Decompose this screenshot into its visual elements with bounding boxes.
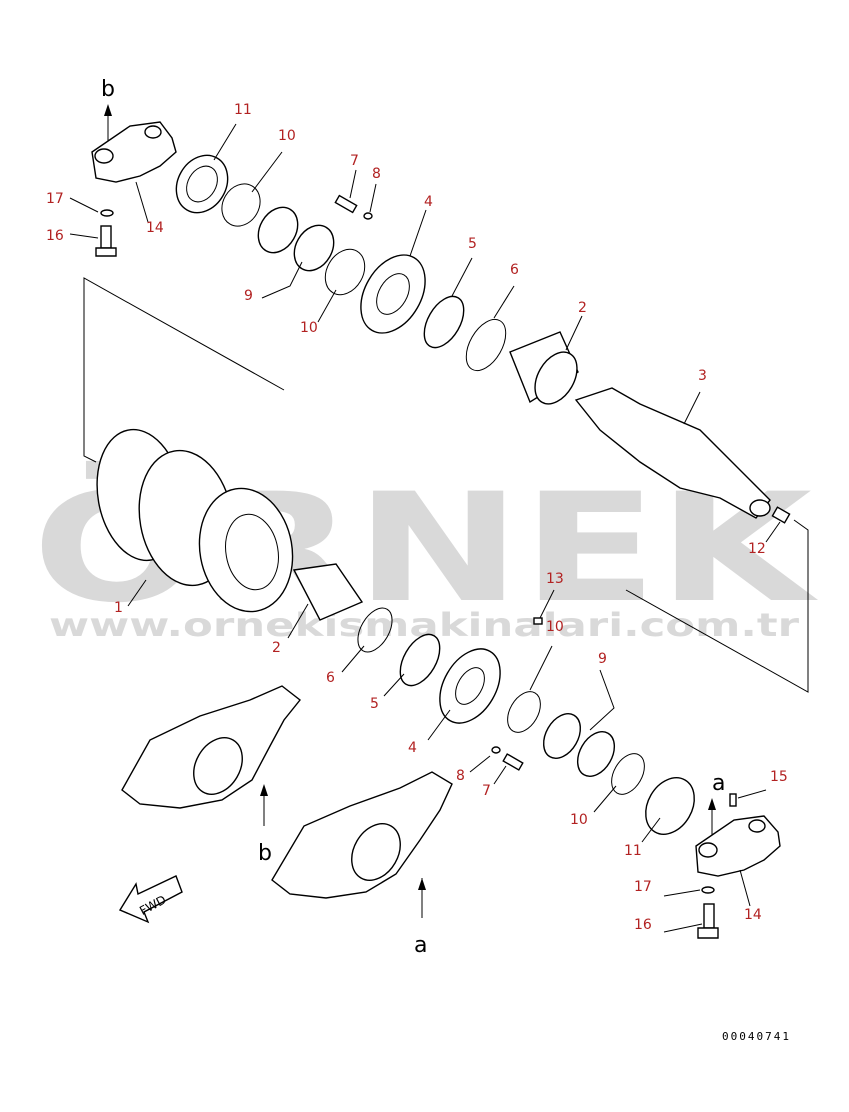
callout-numbers: 11 10 7 8 4 5 6 2 3 17 14 16 9 10 12 1 1…: [46, 102, 788, 933]
callout-14-top: 14: [146, 220, 164, 236]
bolt-part-16-bottom: [703, 903, 715, 929]
washer-part-8-bottom: [491, 746, 501, 754]
o-ring-part-6-top: [465, 318, 507, 372]
callout-14-bottom: 14: [744, 907, 762, 923]
drawing-number: 00040741: [722, 1030, 791, 1043]
thrust-washer-part-5-bottom: [399, 633, 441, 687]
callout-leaders: [69, 123, 781, 933]
view-letters: b a b a: [101, 77, 725, 958]
o-ring-part-10-bottom: [611, 753, 645, 795]
callout-13: 13: [546, 571, 564, 587]
callout-17-top: 17: [46, 191, 64, 207]
fwd-arrow-icon: [118, 875, 183, 924]
arrow-up-icon: [708, 798, 716, 810]
callout-8-bottom: 8: [456, 768, 465, 784]
callout-10-top: 10: [278, 128, 296, 144]
top-bracket-assembly: [91, 104, 177, 257]
callout-9-top: 9: [244, 288, 253, 304]
o-ring-part-10-right: [507, 691, 541, 733]
bolt-part-7-top: [334, 194, 358, 214]
callout-1: 1: [114, 600, 123, 616]
top-exploded-parts: [175, 154, 791, 524]
floating-seal-part-9-top-a: [257, 206, 299, 254]
callout-8-top: 8: [372, 166, 381, 182]
callout-16-top: 16: [46, 228, 64, 244]
o-ring-part-10-mid: [324, 248, 366, 296]
roller-assembly: [96, 428, 695, 835]
callout-7-bottom: 7: [482, 783, 491, 799]
callout-16-bottom: 16: [634, 917, 652, 933]
callout-10-right: 10: [546, 619, 564, 635]
guard-plates: [121, 685, 453, 918]
arrow-up-icon: [104, 104, 112, 116]
o-ring-part-6-bottom: [357, 607, 393, 653]
view-letter-b-bottom: b: [258, 841, 272, 866]
assembly-guide-lines: [83, 277, 809, 693]
view-letter-a-bottom: a: [414, 933, 427, 958]
callout-10-mid: 10: [300, 320, 318, 336]
callout-3: 3: [698, 368, 707, 384]
floating-seal-part-9-top-b: [293, 224, 335, 272]
washer-part-17-top: [100, 209, 114, 217]
callout-4-top: 4: [424, 194, 433, 210]
callout-6-bottom: 6: [326, 670, 335, 686]
callout-17-bottom: 17: [634, 879, 652, 895]
callout-11-top: 11: [234, 102, 252, 118]
callout-5-top: 5: [468, 236, 477, 252]
seal-part-11-top: [175, 154, 229, 214]
seal-part-11-bottom: [645, 777, 695, 835]
callout-11-bottom: 11: [624, 843, 642, 859]
callout-5-bottom: 5: [370, 696, 379, 712]
bushing-part-2-bottom: [292, 563, 364, 621]
callout-12: 12: [748, 541, 766, 557]
floating-seal-part-9-bottom-b: [576, 731, 616, 777]
collar-part-4-bottom: [439, 648, 501, 724]
callout-7-top: 7: [350, 153, 359, 169]
callout-9-bottom: 9: [598, 651, 607, 667]
thrust-washer-part-5-top: [423, 295, 465, 349]
washer-part-17-bottom: [701, 886, 715, 894]
pin-part-13: [533, 617, 543, 625]
plug-part-12: [771, 506, 791, 524]
o-ring-part-10-top: [221, 183, 261, 227]
callout-10-bottom: 10: [570, 812, 588, 828]
washer-part-8-top: [363, 212, 373, 220]
callout-2-bottom: 2: [272, 640, 281, 656]
bolt-part-16-top: [100, 225, 112, 249]
view-letter-a-top: a: [712, 771, 725, 796]
callout-6-top: 6: [510, 262, 519, 278]
pin-part-15: [729, 793, 737, 807]
bottom-bracket-assembly: [695, 793, 781, 939]
fwd-arrow: FWD: [118, 875, 183, 924]
callout-15: 15: [770, 769, 788, 785]
view-letter-b-top: b: [101, 77, 115, 102]
collar-part-4-top: [360, 254, 426, 334]
callout-2-top: 2: [578, 300, 587, 316]
callout-4-bottom: 4: [408, 740, 417, 756]
floating-seal-part-9-bottom-a: [542, 713, 582, 759]
bolt-part-7-bottom: [502, 753, 524, 771]
